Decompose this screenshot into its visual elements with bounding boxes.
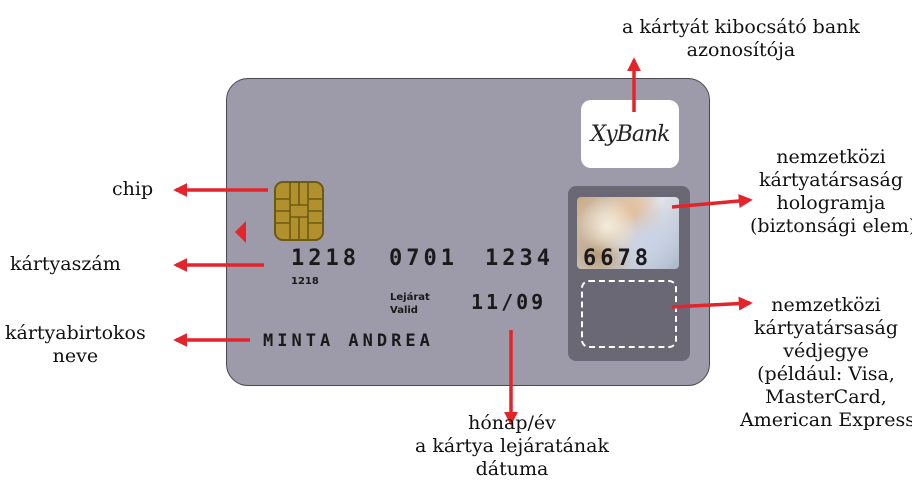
label-hologram: nemzetközi kártyatársaság hologramja (bi… (750, 146, 912, 237)
label-card-number: kártyaszám (10, 253, 121, 275)
label-issuer-id: a kártyát kibocsátó bank azonosítója (622, 16, 860, 61)
label-cardholder: kártyabirtokos neve (5, 322, 146, 367)
chip-icon (274, 181, 324, 241)
card-number-group-2: 0701 (389, 246, 458, 271)
card-network-trademark-area (581, 280, 677, 348)
card-number-short: 1218 (291, 276, 319, 287)
label-expiry: hónap/év a kártya lejáratának dátuma (414, 412, 610, 480)
card-number-group-4: 6678 (583, 246, 652, 271)
expiry-label-en: Valid (390, 305, 418, 316)
hologram (577, 197, 679, 269)
bank-logo-box: XyBank (581, 100, 679, 168)
card-number-group-3: 1234 (485, 246, 554, 271)
label-trademark: nemzetközi kártyatársaság védjegye (péld… (740, 294, 912, 431)
bank-logo: XyBank (590, 121, 671, 147)
expiry-label-hu: Lejárat (390, 292, 430, 303)
label-chip: chip (112, 178, 154, 200)
arrow-hologram (671, 194, 753, 209)
cardholder-name: MINTA ANDREA (263, 331, 434, 351)
arrow-trademark (671, 296, 753, 311)
expiry-date: 11/09 (471, 290, 547, 314)
card-number-group-1: 1218 (291, 246, 360, 271)
card-side-notch (235, 221, 246, 243)
